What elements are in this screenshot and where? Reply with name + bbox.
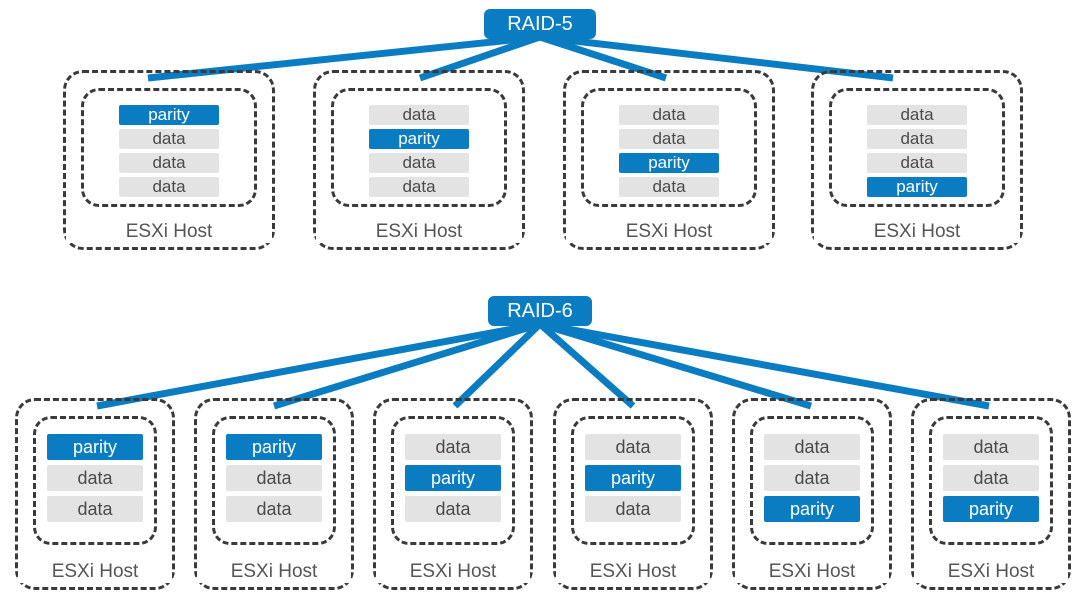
data-block: data: [943, 434, 1039, 460]
data-block: data: [867, 153, 967, 173]
data-block: data: [764, 465, 860, 491]
raid6-connector-line: [539, 320, 990, 410]
data-block: data: [119, 177, 219, 197]
disk-group: [391, 416, 515, 545]
host-label: ESXi Host: [197, 561, 351, 583]
parity-block: parity: [226, 434, 322, 460]
data-block: data: [369, 153, 469, 173]
host-label: ESXi Host: [735, 561, 889, 583]
disk-group: [750, 416, 874, 545]
data-block: data: [405, 496, 501, 522]
data-block: data: [119, 129, 219, 149]
data-block: data: [119, 153, 219, 173]
raid5-esxi-host-2: ESXi Host data parity data data: [313, 70, 525, 250]
data-block: data: [226, 496, 322, 522]
host-label: ESXi Host: [566, 221, 772, 243]
disk-group: [829, 88, 1005, 207]
parity-block: parity: [405, 465, 501, 491]
data-block: data: [405, 434, 501, 460]
data-block: data: [619, 105, 719, 125]
raid6-connector-line: [452, 321, 543, 409]
data-block: data: [369, 177, 469, 197]
host-label: ESXi Host: [316, 221, 522, 243]
raid6-esxi-host-4: ESXi Host data parity data: [553, 398, 713, 590]
raid5-esxi-host-1: ESXi Host parity data data data: [63, 70, 275, 250]
data-block: data: [943, 465, 1039, 491]
raid5-esxi-host-4: ESXi Host data data data parity: [811, 70, 1023, 250]
host-label: ESXi Host: [556, 561, 710, 583]
parity-block: parity: [943, 496, 1039, 522]
host-label: ESXi Host: [376, 561, 530, 583]
raid6-connector-line: [538, 320, 813, 410]
disk-group: [571, 416, 695, 545]
parity-block: parity: [47, 434, 143, 460]
data-block: data: [585, 496, 681, 522]
data-block: data: [47, 465, 143, 491]
data-block: data: [369, 105, 469, 125]
data-block: data: [764, 434, 860, 460]
disk-group: [581, 88, 757, 207]
raid6-esxi-host-6: ESXi Host data data parity: [911, 398, 1071, 590]
data-block: data: [619, 129, 719, 149]
parity-block: parity: [867, 177, 967, 197]
raid6-label: RAID-6: [488, 296, 592, 326]
host-label: ESXi Host: [18, 561, 172, 583]
host-label: ESXi Host: [914, 561, 1068, 583]
data-block: data: [47, 496, 143, 522]
disk-group: [33, 416, 157, 545]
data-block: data: [619, 177, 719, 197]
parity-block: parity: [369, 129, 469, 149]
host-label: ESXi Host: [814, 221, 1020, 243]
raid5-esxi-host-3: ESXi Host data data parity data: [563, 70, 775, 250]
data-block: data: [226, 465, 322, 491]
parity-block: parity: [619, 153, 719, 173]
raid6-connector-line: [272, 320, 542, 410]
data-block: data: [867, 105, 967, 125]
raid6-connector-line: [537, 321, 636, 409]
disk-group: [331, 88, 507, 207]
raid6-esxi-host-2: ESXi Host parity data data: [194, 398, 354, 590]
raid6-connector-line: [96, 320, 541, 410]
disk-group: [929, 416, 1053, 545]
disk-group: [212, 416, 336, 545]
data-block: data: [585, 434, 681, 460]
parity-block: parity: [764, 496, 860, 522]
host-label: ESXi Host: [66, 221, 272, 243]
parity-block: parity: [585, 465, 681, 491]
data-block: data: [867, 129, 967, 149]
disk-group: [81, 88, 257, 207]
raid6-esxi-host-3: ESXi Host data parity data: [373, 398, 533, 590]
raid6-esxi-host-5: ESXi Host data data parity: [732, 398, 892, 590]
parity-block: parity: [119, 105, 219, 125]
raid5-label: RAID-5: [484, 9, 596, 39]
raid6-esxi-host-1: ESXi Host parity data data: [15, 398, 175, 590]
